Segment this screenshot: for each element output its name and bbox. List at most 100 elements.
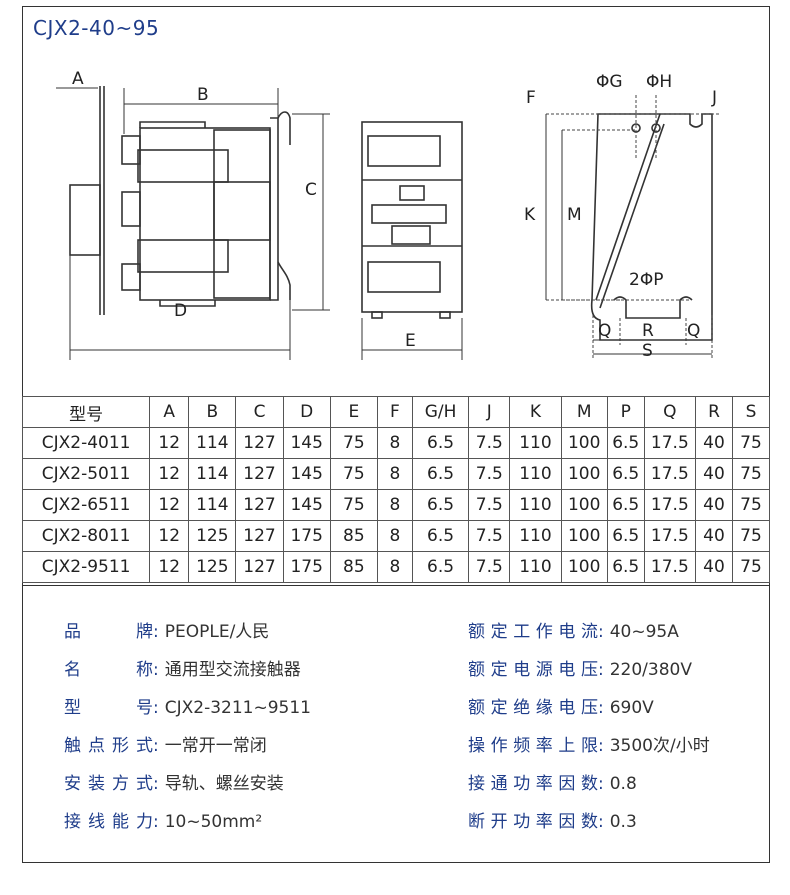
dimension-cell: 17.5 xyxy=(643,458,697,490)
dimension-cell: 40 xyxy=(695,489,733,521)
spec-value: 220/380V xyxy=(609,660,692,680)
dimension-cell: 114 xyxy=(188,458,237,490)
dimension-cell: 17.5 xyxy=(643,489,697,521)
header-cell: D xyxy=(282,396,331,428)
dimension-cell: 127 xyxy=(235,427,284,459)
spec-break-pf: 断开功率因数:0.3 xyxy=(468,807,637,832)
dimension-cell: 6.5 xyxy=(606,489,645,521)
spec-current: 额定工作电流:40~95A xyxy=(468,617,679,642)
dimension-cell: 100 xyxy=(560,458,608,490)
dimension-cell: 8 xyxy=(376,427,413,459)
dimension-table: 型号 A B C D E F G/H J K M P Q R S CJX2-40… xyxy=(21,396,771,583)
spec-value: 导轨、螺丝安装 xyxy=(164,774,284,794)
spec-key: 触点形式 xyxy=(64,736,153,756)
dim-label-a: A xyxy=(72,69,84,89)
dimension-cell: 6.5 xyxy=(606,520,645,552)
spec-key: 额定工作电流 xyxy=(468,622,598,642)
dimension-cell: 7.5 xyxy=(468,458,511,490)
spec-key: 断开功率因数 xyxy=(468,812,598,832)
dim-label-e: E xyxy=(405,331,416,351)
spec-make-pf: 接通功率因数:0.8 xyxy=(468,769,637,794)
dim-label-j: J xyxy=(711,88,717,108)
spec-frequency: 操作频率上限:3500次/小时 xyxy=(468,731,710,756)
dimension-cell: 110 xyxy=(509,551,562,583)
dimension-cell: 40 xyxy=(695,427,733,459)
dimension-cell: 40 xyxy=(695,458,733,490)
header-cell: M xyxy=(560,396,608,428)
spec-colon: : xyxy=(598,812,604,832)
spec-colon: : xyxy=(598,774,604,794)
dimension-cell: 145 xyxy=(282,427,331,459)
model-cell: CJX2-4011 xyxy=(21,427,151,459)
spec-value: 0.8 xyxy=(609,774,637,794)
model-cell: CJX2-8011 xyxy=(21,520,151,552)
dim-label-d: D xyxy=(174,301,187,321)
dim-label-p: 2ΦP xyxy=(629,270,663,290)
spec-value: 10~50mm² xyxy=(164,812,263,832)
dimension-cell: 8 xyxy=(376,458,413,490)
dimension-cell: 75 xyxy=(731,489,771,521)
dimension-cell: 75 xyxy=(731,551,771,583)
model-cell: CJX2-6511 xyxy=(21,489,151,521)
spec-colon: : xyxy=(598,698,604,718)
dimension-cell: 6.5 xyxy=(606,427,645,459)
dimension-cell: 100 xyxy=(560,427,608,459)
spec-key: 品牌 xyxy=(64,622,153,642)
dimension-cell: 127 xyxy=(235,520,284,552)
dim-label-s: S xyxy=(642,341,653,361)
dimension-cell: 110 xyxy=(509,427,562,459)
dimension-cell: 100 xyxy=(560,489,608,521)
header-cell: C xyxy=(235,396,284,428)
side-view-body xyxy=(361,121,463,313)
dimension-cell: 127 xyxy=(235,458,284,490)
dim-label-b: B xyxy=(197,85,209,105)
dimension-cell: 127 xyxy=(235,489,284,521)
dimension-cell: 75 xyxy=(329,427,378,459)
dimension-cell: 145 xyxy=(282,489,331,521)
spec-colon: : xyxy=(153,660,159,680)
dimension-cell: 110 xyxy=(509,489,562,521)
dimension-cell: 7.5 xyxy=(468,520,511,552)
dimension-cell: 145 xyxy=(282,458,331,490)
dim-label-q2: Q xyxy=(687,321,700,341)
dimension-cell: 175 xyxy=(282,520,331,552)
model-cell: CJX2-5011 xyxy=(21,458,151,490)
dimension-cell: 85 xyxy=(329,551,378,583)
spec-value: PEOPLE/人民 xyxy=(164,622,270,642)
spec-name: 名称:通用型交流接触器 xyxy=(64,655,301,680)
dim-label-k: K xyxy=(524,205,536,225)
page-title: CJX2-40~95 xyxy=(33,16,160,40)
dimension-cell: 7.5 xyxy=(468,427,511,459)
dim-label-q1: Q xyxy=(598,321,611,341)
spec-colon: : xyxy=(153,698,159,718)
dimension-cell: 6.5 xyxy=(411,551,470,583)
spec-value: 690V xyxy=(609,698,654,718)
header-cell: S xyxy=(731,396,771,428)
header-cell: 型号 xyxy=(21,396,151,428)
dimension-cell: 8 xyxy=(376,520,413,552)
spec-key: 操作频率上限 xyxy=(468,736,598,756)
spec-mount: 安装方式:导轨、螺丝安装 xyxy=(64,769,284,794)
header-cell: B xyxy=(188,396,237,428)
spec-colon: : xyxy=(598,660,604,680)
dimension-cell: 75 xyxy=(329,489,378,521)
dimension-cell: 100 xyxy=(560,520,608,552)
spec-section: 品牌:PEOPLE/人民 名称:通用型交流接触器 型号:CJX2-3211~95… xyxy=(22,585,770,864)
spec-colon: : xyxy=(598,622,604,642)
dimension-cell: 6.5 xyxy=(606,458,645,490)
spec-colon: : xyxy=(153,812,159,832)
mounting-plate xyxy=(590,113,713,341)
dimension-cell: 114 xyxy=(188,489,237,521)
dimension-cell: 110 xyxy=(509,520,562,552)
header-cell: E xyxy=(329,396,378,428)
spec-value: CJX2-3211~9511 xyxy=(164,698,311,718)
spec-brand: 品牌:PEOPLE/人民 xyxy=(64,617,269,642)
dimension-cell: 75 xyxy=(731,458,771,490)
dimension-cell: 6.5 xyxy=(606,551,645,583)
dimension-cell: 6.5 xyxy=(411,489,470,521)
spec-voltage: 额定电源电压:220/380V xyxy=(468,655,692,680)
header-cell: A xyxy=(149,396,190,428)
